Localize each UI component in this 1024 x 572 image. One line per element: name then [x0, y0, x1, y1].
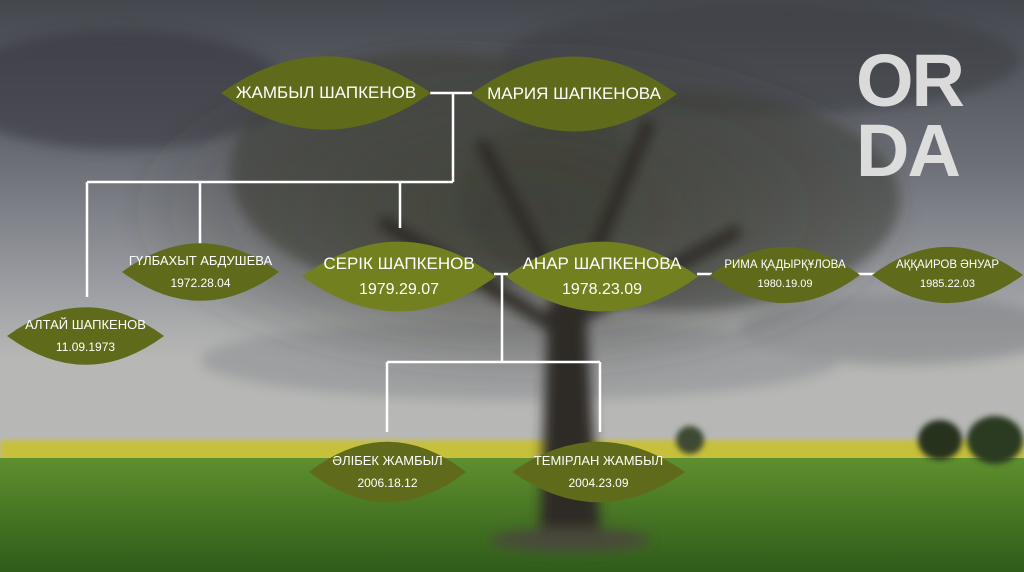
- logo-line-1: OR: [856, 39, 965, 122]
- leaf-serik[interactable]: СЕРІК ШАПКЕНОВ 1979.29.07: [302, 228, 496, 325]
- logo-line-2: DA: [856, 109, 961, 193]
- person-date: 2006.18.12: [357, 475, 418, 490]
- person-name: ЖАМБЫЛ ШАПКЕНОВ: [235, 83, 417, 103]
- leaf-shape: [512, 441, 685, 503]
- leaf-shape: [471, 56, 677, 132]
- leaf-akkairov[interactable]: АҚҚАИРОВ ӘНУАР 1985.22.03: [872, 236, 1023, 314]
- leaf-altai[interactable]: АЛТАЙ ШАПКЕНОВ 11.09.1973: [7, 296, 164, 376]
- person-name: МАРИЯ ШАПКЕНОВА: [487, 84, 661, 104]
- person-date: 2004.23.09: [568, 475, 629, 490]
- person-name: АНАР ШАПКЕНОВА: [522, 253, 682, 273]
- leaf-temirlan[interactable]: ТЕМІРЛАН ЖАМБЫЛ 2004.23.09: [512, 430, 685, 514]
- person-date: 1978.23.09: [561, 281, 643, 299]
- leaf-rima[interactable]: РИМА ҚАДЫРҚҰЛОВА 1980.19.09: [710, 236, 860, 314]
- leaf-shape: [506, 241, 698, 312]
- leaf-shape: [302, 241, 496, 312]
- leaf-anar[interactable]: АНАР ШАПКЕНОВА 1978.23.09: [506, 228, 698, 325]
- leaf-alibek[interactable]: ӘЛІБЕК ЖАМБЫЛ 2006.18.12: [309, 430, 466, 514]
- leaf-zhambyl[interactable]: ЖАМБЫЛ ШАПКЕНОВ: [221, 42, 431, 144]
- leaf-mariya[interactable]: МАРИЯ ШАПКЕНОВА: [471, 42, 677, 146]
- person-name: ТЕМІРЛАН ЖАМБЫЛ: [533, 453, 664, 469]
- leaf-shape: [122, 243, 279, 301]
- orda-logo: OR DA: [856, 39, 965, 193]
- person-date: 11.09.1973: [55, 339, 116, 354]
- person-name: АҚҚАИРОВ ӘНУАР: [895, 258, 1000, 271]
- leaf-gulbakhyt[interactable]: ГҮЛБАХЫТ АБДУШЕВА 1972.28.04: [122, 232, 279, 312]
- person-name: ӘЛІБЕК ЖАМБЫЛ: [332, 453, 443, 469]
- person-date: 1979.29.07: [358, 281, 440, 299]
- person-name: СЕРІК ШАПКЕНОВ: [323, 253, 475, 273]
- connector-lines: [85, 91, 878, 432]
- grass-field: [0, 458, 1024, 572]
- person-name: ГҮЛБАХЫТ АБДУШЕВА: [128, 253, 273, 269]
- leaf-shape: [221, 56, 431, 130]
- person-date: 1972.28.04: [170, 275, 231, 290]
- distant-trees: [676, 416, 1023, 464]
- person-name: АЛТАЙ ШАПКЕНОВ: [25, 317, 146, 333]
- leaf-shape: [309, 441, 466, 503]
- leaf-shape: [710, 246, 860, 304]
- person-date: 1980.19.09: [757, 278, 813, 291]
- leaf-shape: [7, 307, 164, 365]
- leaf-shape: [872, 246, 1023, 304]
- person-date: 1985.22.03: [919, 278, 976, 291]
- person-name: РИМА ҚАДЫРҚҰЛОВА: [724, 258, 846, 271]
